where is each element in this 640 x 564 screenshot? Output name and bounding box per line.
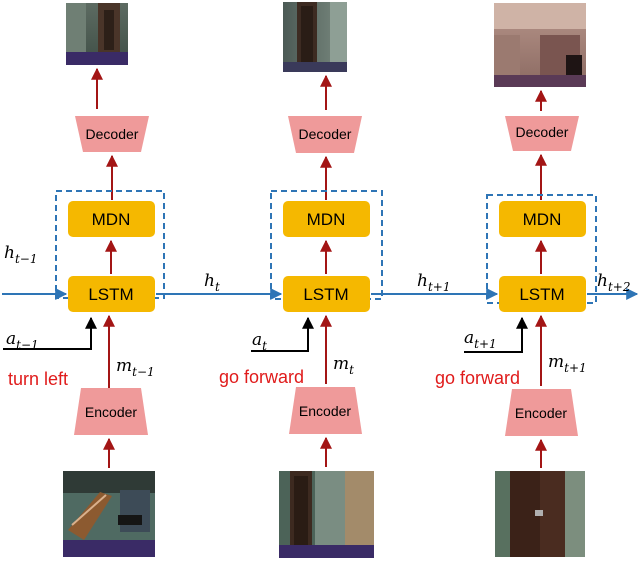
action-text-2: go forward xyxy=(219,367,304,387)
mdn-1: MDN xyxy=(68,201,155,237)
decoder-label: Decoder xyxy=(86,126,139,142)
mdn-label: MDN xyxy=(92,210,131,229)
decoder-label: Decoder xyxy=(516,124,569,140)
observation-frame-3 xyxy=(495,471,585,557)
action-var-3: at+1 xyxy=(464,328,497,351)
action-text-3: go forward xyxy=(435,368,520,388)
action-text-1: turn left xyxy=(8,369,68,389)
predicted-frame-1 xyxy=(66,3,128,65)
hidden-h-tp2: ht+2 xyxy=(597,271,630,294)
latent-var-2: mt xyxy=(333,354,354,377)
encoder-3: Encoder xyxy=(505,389,578,436)
hidden-h-tm1: ht−1 xyxy=(4,243,37,266)
latent-var-1: mt−1 xyxy=(116,356,155,379)
encoder-2: Encoder xyxy=(289,387,362,434)
hidden-h-tp1: ht+1 xyxy=(417,271,450,294)
lstm-label: LSTM xyxy=(519,285,564,304)
predicted-frame-3 xyxy=(494,3,586,87)
observation-frame-2 xyxy=(279,471,374,558)
decoder-1: Decoder xyxy=(75,116,149,152)
encoder-label: Encoder xyxy=(515,405,567,421)
hidden-state-flow: ht−1 ht ht+1 ht+2 xyxy=(2,243,639,300)
mdn-label: MDN xyxy=(307,210,346,229)
observation-frame-1 xyxy=(63,471,155,557)
lstm-2: LSTM xyxy=(283,276,370,312)
action-var-1: at−1 xyxy=(6,329,39,352)
lstm-group-border-1 xyxy=(55,190,165,299)
encoder-1: Encoder xyxy=(74,388,148,435)
lstm-1: LSTM xyxy=(68,276,155,312)
decoder-2: Decoder xyxy=(288,116,362,153)
hidden-h-t: ht xyxy=(204,271,220,294)
action-var-2: at xyxy=(252,330,267,353)
mdn-3: MDN xyxy=(499,201,586,237)
step-3: Decoder MDN LSTM at+1 mt+1 go forward En… xyxy=(435,3,597,557)
latent-var-3: mt+1 xyxy=(548,352,587,375)
decoder-label: Decoder xyxy=(299,126,352,142)
encoder-label: Encoder xyxy=(299,403,351,419)
mdn-label: MDN xyxy=(523,210,562,229)
step-1: Decoder MDN LSTM at−1 mt−1 turn left Enc… xyxy=(3,3,165,557)
step-2: Decoder MDN LSTM at mt go forward Encode… xyxy=(219,2,383,558)
predicted-frame-2 xyxy=(283,2,347,72)
lstm-label: LSTM xyxy=(88,285,133,304)
lstm-label: LSTM xyxy=(303,285,348,304)
decoder-3: Decoder xyxy=(505,116,579,151)
encoder-label: Encoder xyxy=(85,404,137,420)
mdn-2: MDN xyxy=(283,201,370,237)
lstm-3: LSTM xyxy=(499,276,586,312)
